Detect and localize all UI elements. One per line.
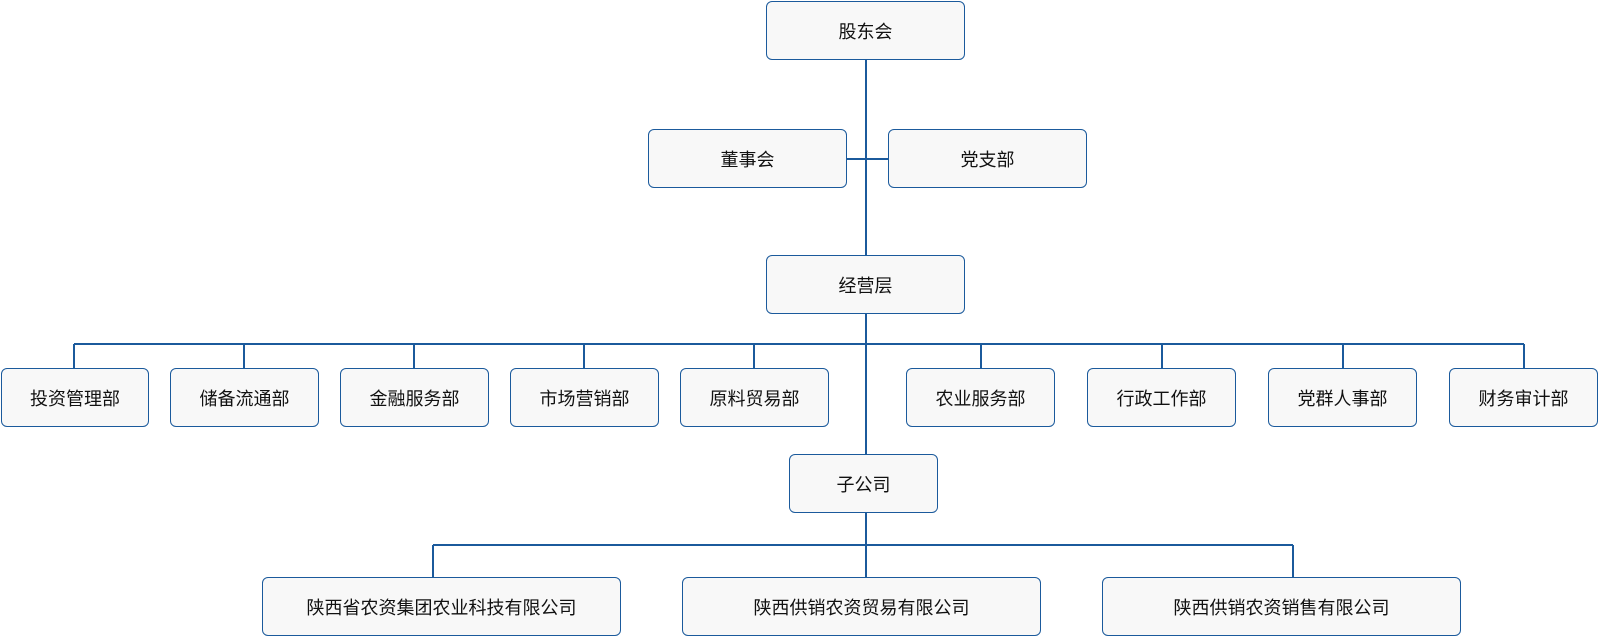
node-department: 储备流通部 [170,368,319,427]
node-subsidiary: 陕西供销农资贸易有限公司 [682,577,1041,636]
node-subsidiary: 陕西供销农资销售有限公司 [1102,577,1461,636]
node-department: 市场营销部 [510,368,659,427]
node-party-branch: 党支部 [888,129,1087,188]
node-department: 原料贸易部 [680,368,829,427]
node-management: 经营层 [766,255,965,314]
node-department: 党群人事部 [1268,368,1417,427]
node-board: 董事会 [648,129,847,188]
node-subsidiary: 陕西省农资集团农业科技有限公司 [262,577,621,636]
node-department: 金融服务部 [340,368,489,427]
node-subsidiary-group: 子公司 [789,454,938,513]
node-department: 投资管理部 [1,368,149,427]
node-department: 行政工作部 [1087,368,1236,427]
node-department: 农业服务部 [906,368,1055,427]
node-shareholders: 股东会 [766,1,965,60]
node-department: 财务审计部 [1449,368,1598,427]
